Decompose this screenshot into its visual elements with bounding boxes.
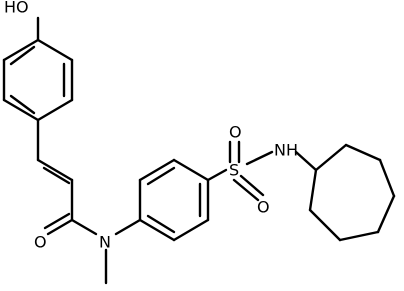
- atom-label-amide-nitrogen: N: [99, 233, 111, 252]
- bond-nitrogen-cycloheptyl: [294, 150, 318, 172]
- bond-ring2-f: [138, 218, 176, 242]
- atom-label-sulfonyl-oxygen-top: O: [229, 123, 242, 142]
- bond-ring1-c: [36, 98, 74, 122]
- atom-label-hydroxyl: HO: [4, 0, 29, 17]
- bond-aryl-sulfur: [206, 168, 228, 182]
- bond-ring3-f: [308, 208, 342, 242]
- bond-ring2-inner-c: [146, 214, 176, 234]
- bond-ring3-c: [378, 158, 396, 198]
- bond-sulfur-nitrogen: [245, 150, 274, 166]
- bond-layer: [2, 16, 396, 285]
- bond-ring2-c: [172, 158, 210, 182]
- bond-vinyl-double-inner: [42, 166, 71, 185]
- bond-ring1-f: [2, 38, 40, 62]
- bond-ring2-inner-a: [146, 166, 176, 186]
- bond-ring2-b: [138, 158, 176, 182]
- bond-sulfonyl-oxygen-bottom-a: [232, 178, 260, 202]
- bond-ring2-e: [172, 218, 210, 242]
- bond-ring3-d: [376, 194, 396, 234]
- atom-label-sulfur: S: [229, 161, 239, 180]
- bond-n-aryl: [114, 218, 142, 236]
- bond-ring3-a: [314, 143, 348, 172]
- atom-label-carbonyl-oxygen: O: [34, 233, 47, 252]
- bond-ring3-g: [308, 168, 318, 212]
- bond-carbonyl-double-a: [46, 218, 74, 236]
- bond-ring1-inner-b: [9, 94, 36, 115]
- bond-carbonyl-double-b: [43, 212, 71, 230]
- bond-ring3-b: [344, 143, 382, 162]
- bond-ring1-d: [2, 98, 40, 122]
- bond-sulfonyl-oxygen-bottom-b: [239, 174, 265, 197]
- bond-ring1-inner-c: [9, 45, 36, 66]
- bond-vinyl-double-outer: [36, 158, 74, 182]
- atom-label-sulfonyl-oxygen-bottom: O: [257, 198, 270, 217]
- bond-ring1-a: [36, 38, 74, 62]
- atom-label-sulfonamide-nh: NH: [274, 141, 298, 160]
- bond-carbon-nitrogen: [70, 218, 98, 236]
- bond-ring3-e: [338, 230, 380, 242]
